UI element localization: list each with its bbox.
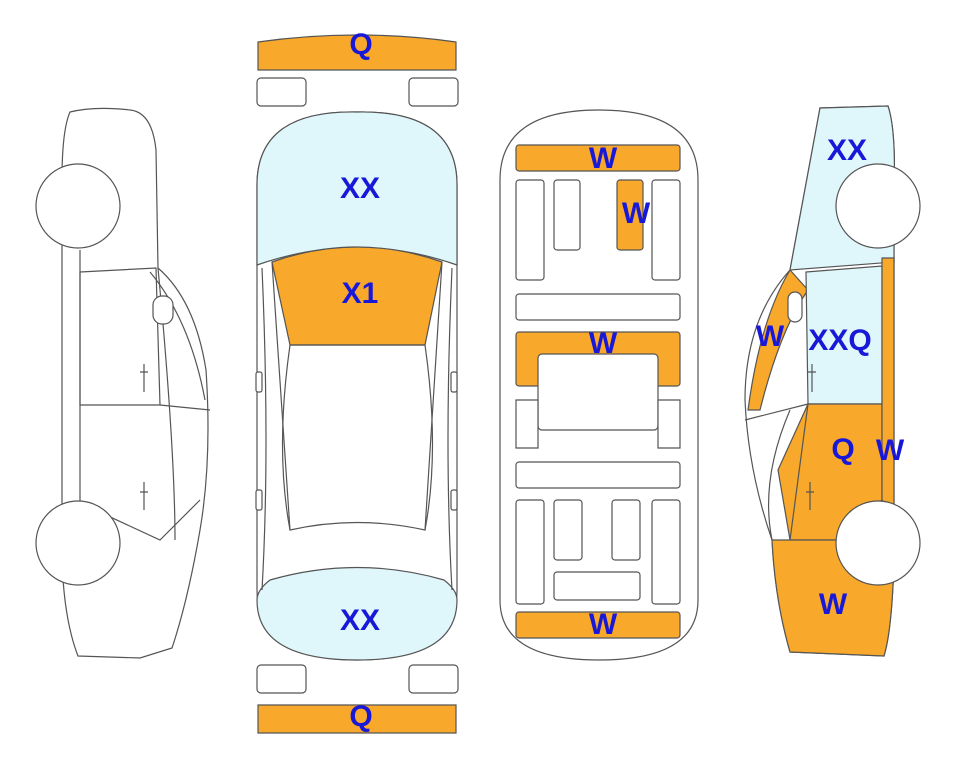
top-view [255,34,459,734]
under-center-pan [537,353,659,431]
top-right-mirror [450,371,458,393]
left-pillar [149,271,211,411]
left-mirror [152,295,174,325]
under-front-right-rail [651,179,681,281]
right-handle-front [808,364,816,392]
under-cross-member-2 [515,461,681,489]
top-left-handle [255,489,263,511]
damage-labels: Q XX X1 XX Q W W W W XX W XXQ Q W W [340,28,905,733]
left-side-view [35,107,211,659]
top-rear-window [256,566,458,661]
under-rear-right-inner [611,499,641,561]
top-left-mirror [255,371,263,393]
label-top-hood: X1 [342,277,379,310]
top-rear-bumper [257,704,457,734]
under-front-right-inner [616,179,644,251]
label-top-windshield: XX [340,172,380,205]
top-front-right-light [408,77,459,107]
top-hood [271,246,443,346]
label-right-front-glass: XXQ [808,324,871,357]
right-mirror [787,291,803,323]
label-under-middle: W [589,327,618,360]
label-under-rail: W [622,197,651,230]
label-top-rear-bumper: Q [349,700,372,733]
under-cross-member-1 [515,293,681,321]
label-top-front-bumper: Q [349,28,372,61]
label-under-rear: W [589,608,618,641]
top-front-bumper [257,34,457,71]
left-front-wheel [35,500,121,586]
right-front-wheel [835,163,921,249]
under-rear-left-inner [553,499,583,561]
label-right-a-pillar: W [756,320,785,353]
left-handle-front [140,364,148,392]
top-front-left-light [256,77,307,107]
under-front-left-inner [553,179,581,251]
under-rear-right-rail [651,499,681,605]
label-top-rear-window: XX [340,604,380,637]
label-right-b-pillar: W [876,434,905,467]
under-rear-left-rail [515,499,545,605]
label-right-windshield: XX [827,134,867,167]
under-front-member [515,144,681,172]
top-right-handle [450,489,458,511]
label-right-front-door: Q [831,433,854,466]
right-handle-rear [806,482,814,510]
underside-view [499,109,699,661]
right-side-view [744,105,921,657]
top-rear-right-light [408,664,459,694]
under-rear-member [515,611,681,639]
left-rear-wheel [35,163,121,249]
right-b-pillar [881,257,895,521]
top-cabin [281,344,434,531]
top-side-lines [261,261,453,591]
under-middle-sides [515,399,681,449]
under-front-left-rail [515,179,545,281]
label-under-front: W [589,142,618,175]
left-handle-rear [140,482,148,510]
under-rear-cross [553,571,641,601]
right-rear-wheel [835,500,921,586]
label-right-front-fender: W [819,588,848,621]
right-door-lines [744,403,809,541]
top-rear-left-light [256,664,307,694]
